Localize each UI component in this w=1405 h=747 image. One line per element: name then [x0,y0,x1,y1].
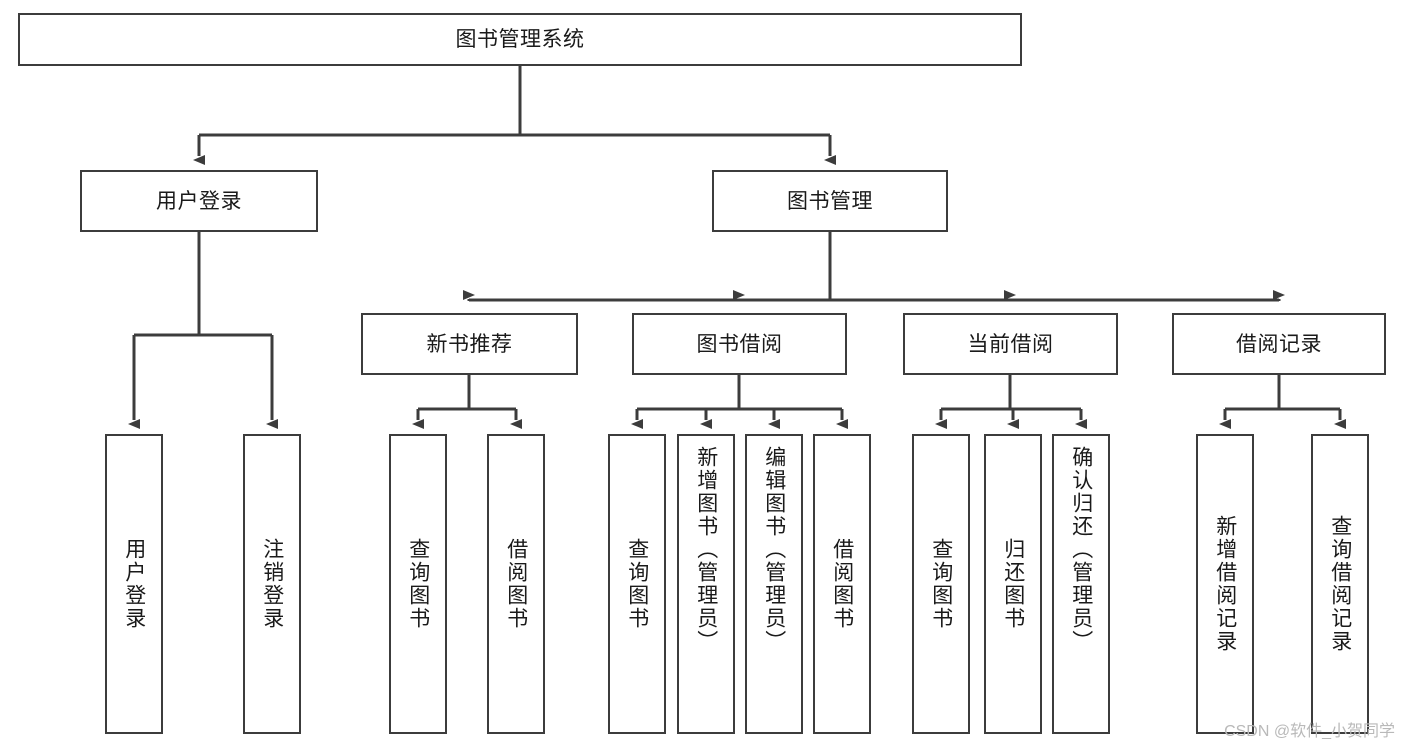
node-user-login-label: 用户登录 [156,189,242,213]
node-new-book-rec-label: 新书推荐 [426,332,513,356]
node-leaf-query-book-rec[interactable]: 查询图书 [389,434,447,734]
node-leaf-query-book-borrow-label: 查询图书 [625,538,649,630]
node-leaf-edit-book-admin-label: 编辑图书（管理员） [762,446,786,653]
node-leaf-borrow-book-rec[interactable]: 借阅图书 [487,434,545,734]
node-leaf-query-borrow-record-label: 查询借阅记录 [1328,515,1352,653]
node-leaf-add-book-admin[interactable]: 新增图书（管理员） [677,434,735,734]
node-new-book-rec[interactable]: 新书推荐 [361,313,578,375]
csdn-watermark: CSDN @软件_小贺同学 [1224,723,1395,740]
node-leaf-user-logout[interactable]: 注销登录 [243,434,301,734]
node-root[interactable]: 图书管理系统 [18,13,1022,66]
node-book-borrow-label: 图书借阅 [696,332,783,356]
node-leaf-add-borrow-record[interactable]: 新增借阅记录 [1196,434,1254,734]
node-leaf-query-book-current-label: 查询图书 [929,538,953,630]
node-borrow-record[interactable]: 借阅记录 [1172,313,1386,375]
node-leaf-borrow-book[interactable]: 借阅图书 [813,434,871,734]
node-leaf-confirm-return-admin[interactable]: 确认归还（管理员） [1052,434,1110,734]
node-leaf-query-book-rec-label: 查询图书 [406,538,430,630]
node-leaf-user-login[interactable]: 用户登录 [105,434,163,734]
node-leaf-query-book-current[interactable]: 查询图书 [912,434,970,734]
node-leaf-return-book-label: 归还图书 [1001,538,1025,630]
node-book-manage-label: 图书管理 [787,189,873,213]
node-leaf-query-borrow-record[interactable]: 查询借阅记录 [1311,434,1369,734]
node-borrow-record-label: 借阅记录 [1236,332,1322,356]
node-leaf-user-login-label: 用户登录 [122,538,146,630]
node-current-borrow-label: 当前借阅 [967,332,1054,356]
node-leaf-edit-book-admin[interactable]: 编辑图书（管理员） [745,434,803,734]
node-leaf-user-logout-label: 注销登录 [260,538,284,630]
node-user-login[interactable]: 用户登录 [80,170,318,232]
node-leaf-query-book-borrow[interactable]: 查询图书 [608,434,666,734]
node-root-label: 图书管理系统 [455,28,585,51]
node-leaf-return-book[interactable]: 归还图书 [984,434,1042,734]
node-book-manage[interactable]: 图书管理 [712,170,948,232]
node-leaf-borrow-book-label: 借阅图书 [830,538,854,630]
tree-connectors [128,66,1346,429]
node-book-borrow[interactable]: 图书借阅 [632,313,847,375]
node-leaf-confirm-return-admin-label: 确认归还（管理员） [1069,446,1093,653]
node-leaf-add-book-admin-label: 新增图书（管理员） [694,446,718,653]
node-current-borrow[interactable]: 当前借阅 [903,313,1118,375]
node-leaf-borrow-book-rec-label: 借阅图书 [504,538,528,630]
node-leaf-add-borrow-record-label: 新增借阅记录 [1213,515,1237,653]
